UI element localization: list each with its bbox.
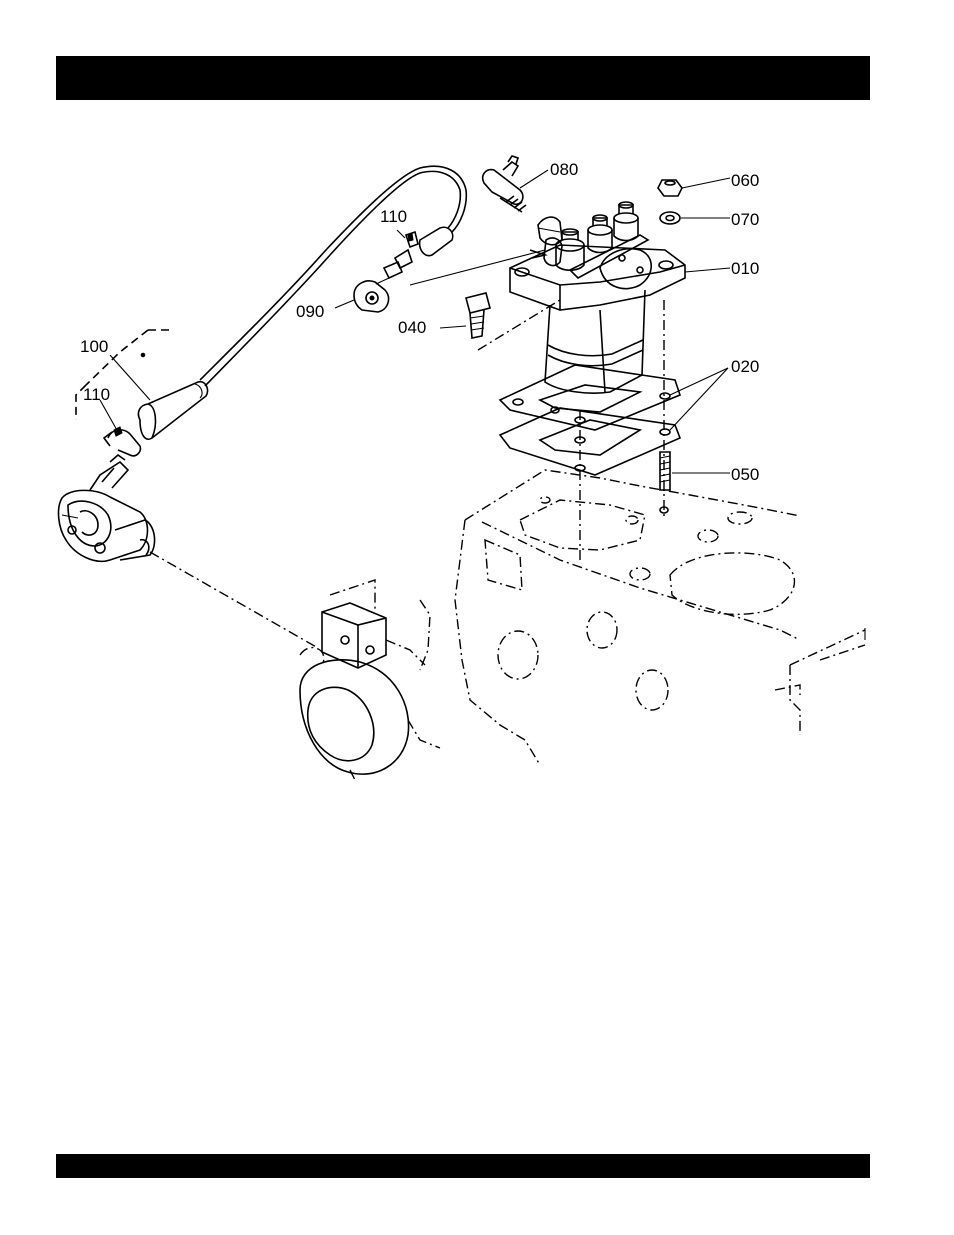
solenoid-assembly: [59, 455, 155, 561]
nut-060: [658, 180, 682, 196]
callout-080: 080: [550, 160, 578, 179]
top-fittings: [354, 227, 453, 312]
callout-100: 100: [80, 337, 108, 356]
solenoid-mount-line: [150, 552, 318, 648]
callout-010: 010: [731, 259, 759, 278]
fitting-080: [483, 156, 526, 212]
washer-070: [660, 212, 680, 224]
front-cover-pulley: [300, 580, 440, 780]
callout-labels: 080 060 070 010 110 090 040 020 100 110 …: [80, 160, 759, 484]
callout-020: 020: [731, 357, 759, 376]
callout-070: 070: [731, 210, 759, 229]
hose-and-clamps: [76, 166, 466, 456]
bolt-040: [466, 293, 490, 338]
callout-110-left: 110: [83, 385, 110, 404]
callout-090: 090: [296, 302, 324, 321]
engine-block: [455, 470, 865, 765]
callout-050: 050: [731, 465, 759, 484]
stud-050: [660, 452, 670, 513]
gaskets-020: [500, 300, 680, 560]
callout-040: 040: [398, 318, 426, 337]
callout-060: 060: [731, 171, 759, 190]
callout-110-top: 110: [380, 207, 407, 226]
